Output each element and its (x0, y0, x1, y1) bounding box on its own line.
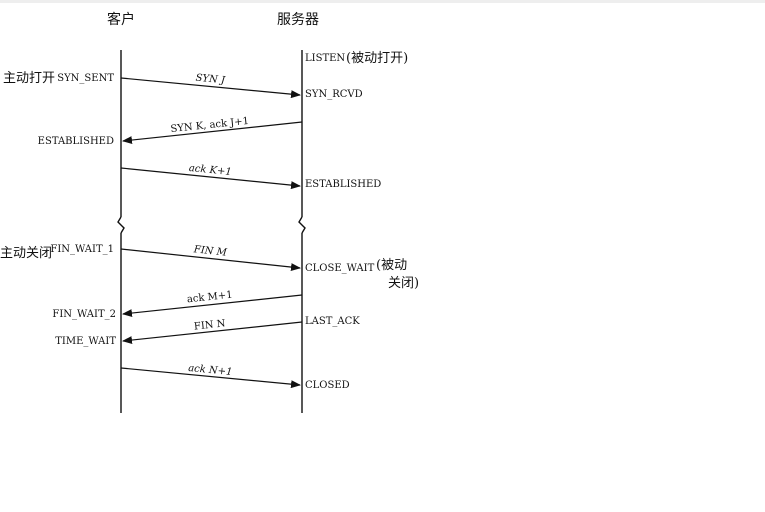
client-timeline (117, 50, 125, 413)
arrow-fin-n (122, 321, 303, 345)
window-top-edge (0, 0, 765, 3)
server-state-last-ack: LAST_ACK (305, 316, 360, 327)
client-state-established: ESTABLISHED (38, 136, 114, 147)
active-close-label: 主动关闭 (0, 246, 52, 261)
arrow-ack-n (120, 367, 301, 389)
server-state-closed: CLOSED (305, 380, 350, 391)
passive-close-label-line2: 关闭) (388, 276, 419, 291)
server-state-close-wait: CLOSE_WAIT (305, 263, 375, 274)
client-state-fin-wait-2: FIN_WAIT_2 (52, 309, 116, 320)
server-state-established: ESTABLISHED (305, 179, 381, 190)
msg-label-ack-n: ack N+1 (188, 363, 233, 378)
client-state-syn-sent: SYN_SENT (57, 73, 114, 84)
client-header: 客户 (107, 11, 135, 28)
client-state-time-wait: TIME_WAIT (55, 336, 116, 347)
passive-open-label: (被动打开) (346, 51, 408, 66)
passive-close-label-line1: (被动 (376, 258, 407, 273)
msg-label-fin-m: FIN M (192, 244, 228, 259)
msg-label-ack-m: ack M+1 (186, 290, 233, 306)
arrow-ack-m (122, 294, 303, 318)
arrow-fin-m (120, 248, 301, 272)
server-header: 服务器 (277, 12, 319, 28)
arrow-syn-j (120, 77, 301, 99)
arrow-syn-k-ack (122, 121, 303, 145)
client-state-fin-wait-1: FIN_WAIT_1 (50, 244, 114, 255)
server-state-syn-rcvd: SYN_RCVD (305, 89, 363, 100)
msg-label-fin-n: FIN N (193, 318, 226, 332)
server-state-listen: LISTEN (305, 53, 345, 64)
arrow-ack-k (120, 167, 301, 190)
active-open-label: 主动打开 (3, 71, 55, 86)
server-timeline (298, 50, 306, 413)
msg-label-ack-k: ack K+1 (188, 163, 232, 178)
msg-label-syn-j: SYN J (195, 73, 226, 87)
